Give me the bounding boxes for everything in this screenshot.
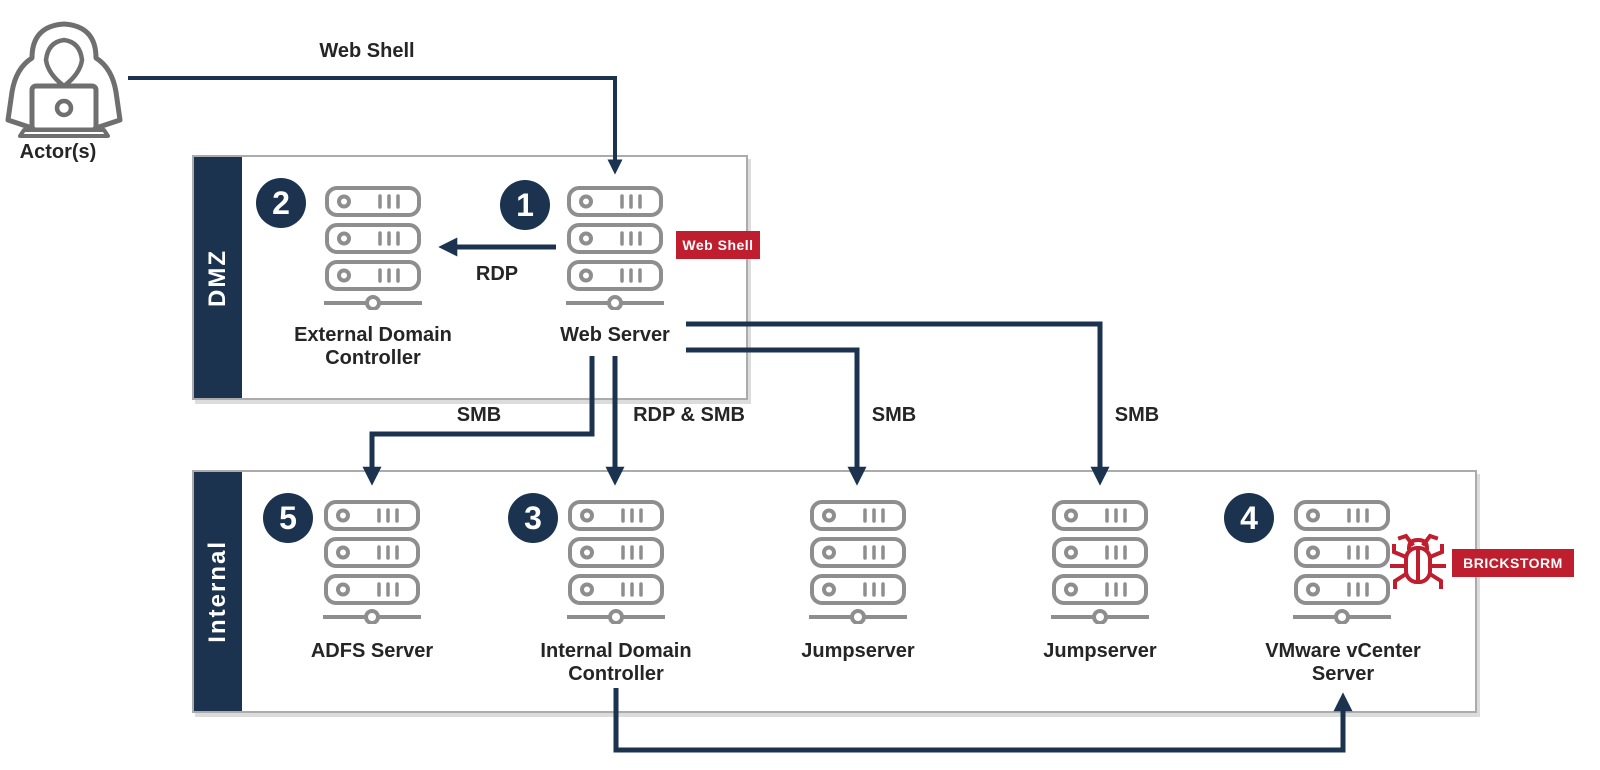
actor-label: Actor(s) — [19, 141, 97, 163]
arrow-web-to-jumpserver2 — [686, 321, 1110, 486]
server-stack-vcenter — [1292, 500, 1392, 624]
label-adfs: ADFS Server — [310, 640, 434, 662]
server-stack-internal-dc — [566, 500, 666, 624]
server-stack-jumpserver1 — [808, 500, 908, 624]
step-badge-adfs: 5 — [263, 493, 313, 543]
arrow-web-to-jumpserver1 — [686, 347, 867, 486]
server-stack-jumpserver2 — [1050, 500, 1150, 624]
label-external-dc: External Domain Controller — [294, 324, 452, 369]
edge-label-web-shell: Web Shell — [319, 40, 415, 62]
label-vcenter: VMware vCenter Server — [1265, 640, 1421, 685]
label-jumpserver2: Jumpserver — [1043, 640, 1157, 662]
server-stack-web-server — [565, 186, 665, 310]
label-jumpserver1: Jumpserver — [801, 640, 915, 662]
step-badge-external-dc: 2 — [256, 178, 306, 228]
brickstorm-badge: BRICKSTORM — [1452, 549, 1574, 577]
arrow-internal-dc-to-vcenter — [613, 688, 1353, 753]
step-badge-vcenter: 4 — [1224, 493, 1274, 543]
dmz-zone-sidebar: DMZ — [194, 157, 242, 398]
internal-zone-sidebar: Internal — [194, 472, 242, 711]
edge-label-smb-jump1: SMB — [871, 404, 917, 426]
edge-label-rdp-smb: RDP & SMB — [633, 404, 745, 426]
server-stack-external-dc — [323, 186, 423, 310]
web-shell-badge: Web Shell — [676, 231, 760, 259]
step-badge-web-server: 1 — [500, 180, 550, 230]
edge-label-smb-jump2: SMB — [1114, 404, 1160, 426]
step-badge-internal-dc: 3 — [508, 493, 558, 543]
label-internal-dc: Internal Domain Controller — [540, 640, 692, 685]
server-stack-adfs — [322, 500, 422, 624]
label-web-server: Web Server — [560, 324, 670, 346]
arrow-actor-to-web-server — [128, 76, 623, 175]
edge-label-smb-adfs: SMB — [456, 404, 502, 426]
edge-label-rdp: RDP — [475, 263, 519, 285]
hacker-actor-icon — [5, 21, 123, 138]
arrow-web-to-adfs — [362, 356, 595, 486]
bug-icon — [1390, 533, 1446, 589]
